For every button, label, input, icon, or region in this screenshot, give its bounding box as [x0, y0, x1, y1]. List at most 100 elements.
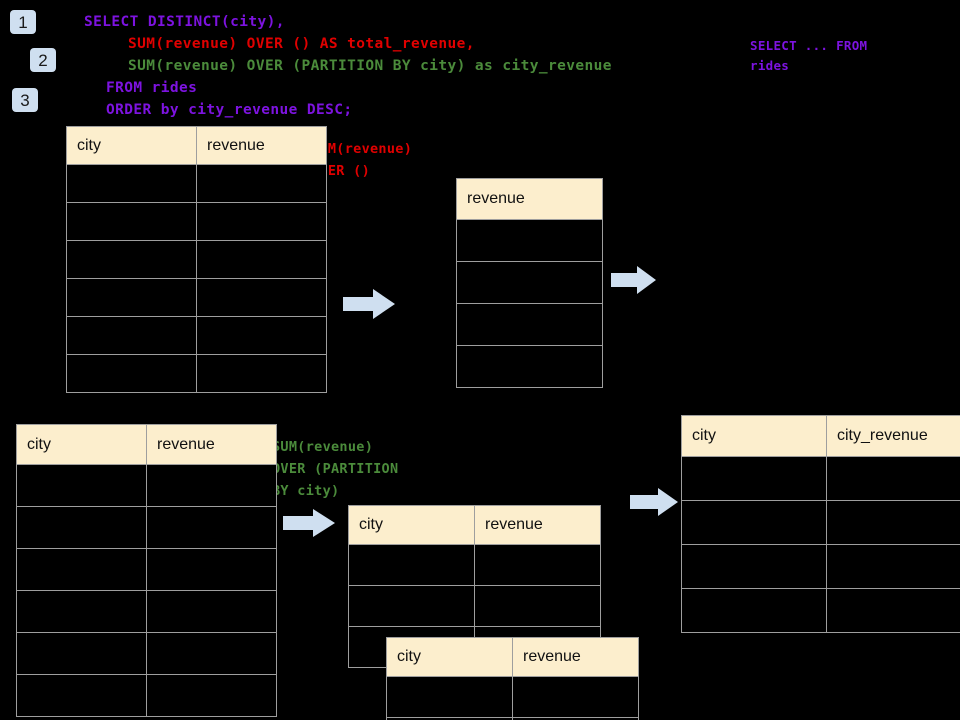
- cell-city: [66, 240, 197, 279]
- table-header-row: city city_revenue: [681, 415, 960, 457]
- arrow-source-to-total-icon: [343, 289, 395, 319]
- table-row: [66, 354, 327, 393]
- cell-revenue: [196, 164, 327, 203]
- table-header-row: city revenue: [348, 505, 601, 545]
- cell-revenue: [456, 261, 603, 304]
- sql-line-select-distinct: SELECT DISTINCT(city),: [84, 14, 285, 30]
- column-header-revenue: revenue: [196, 126, 327, 165]
- table-row: [681, 544, 960, 589]
- cell-city: [386, 676, 513, 718]
- table-row: [16, 674, 277, 717]
- table-row: [16, 632, 277, 675]
- table-row: [16, 590, 277, 633]
- cell-city: [16, 590, 147, 633]
- annotation-city-revenue-line-3: BY city): [272, 483, 340, 499]
- arrow-partition-to-result-icon: [630, 488, 678, 516]
- cell-revenue: [512, 717, 639, 720]
- cell-city: [681, 544, 827, 589]
- table-row: [386, 676, 639, 718]
- column-header-revenue: revenue: [146, 424, 277, 465]
- cell-revenue: [146, 506, 277, 549]
- table-partition-a: city revenue: [348, 505, 601, 668]
- step-badge-1[interactable]: 1: [10, 10, 36, 34]
- table-row: [456, 345, 603, 388]
- step-badge-1-label: 1: [18, 12, 28, 32]
- column-header-city: city: [66, 126, 197, 165]
- cell-revenue: [146, 674, 277, 717]
- step-badge-3-label: 3: [20, 90, 30, 110]
- cell-city-revenue: [826, 456, 960, 501]
- table-row: [66, 278, 327, 317]
- sql-line-total-revenue: SUM(revenue) OVER () AS total_revenue,: [128, 36, 475, 52]
- cell-revenue: [196, 316, 327, 355]
- cell-city: [16, 674, 147, 717]
- cell-city: [681, 500, 827, 545]
- column-header-city-revenue: city_revenue: [826, 415, 960, 457]
- annotation-city-revenue-line-1: SUM(revenue): [272, 439, 374, 455]
- table-row: [16, 548, 277, 591]
- cell-revenue: [196, 278, 327, 317]
- column-header-city: city: [681, 415, 827, 457]
- column-header-revenue: revenue: [474, 505, 601, 545]
- cell-city: [66, 316, 197, 355]
- arrow-total-to-result-icon: [611, 266, 656, 294]
- cell-revenue: [146, 548, 277, 591]
- table-row: [681, 500, 960, 545]
- table-row: [456, 261, 603, 304]
- table-row: [16, 506, 277, 549]
- table-row: [681, 588, 960, 633]
- step-badge-2-label: 2: [38, 50, 48, 70]
- table-source-bottom: city revenue: [16, 424, 277, 717]
- table-source-top: city revenue: [66, 126, 327, 393]
- cell-city: [16, 506, 147, 549]
- cell-revenue: [456, 345, 603, 388]
- table-header-row: revenue: [456, 178, 603, 220]
- sql-line-from-rides: FROM rides: [106, 80, 198, 96]
- table-row: [66, 316, 327, 355]
- table-row: [348, 544, 601, 586]
- cell-city: [66, 278, 197, 317]
- sql-line-order-by: ORDER by city_revenue DESC;: [106, 102, 353, 118]
- cell-city: [66, 354, 197, 393]
- table-row: [66, 164, 327, 203]
- table-row: [66, 240, 327, 279]
- cell-city: [16, 548, 147, 591]
- step-badge-2[interactable]: 2: [30, 48, 56, 72]
- cell-revenue: [196, 240, 327, 279]
- sql-line-city-revenue: SUM(revenue) OVER (PARTITION BY city) as…: [128, 58, 612, 74]
- cell-city-revenue: [826, 500, 960, 545]
- cell-city: [66, 164, 197, 203]
- cell-city: [681, 456, 827, 501]
- table-header-row: city revenue: [386, 637, 639, 677]
- annotation-source-query-line-2: rides: [750, 58, 790, 73]
- table-row: [348, 585, 601, 627]
- cell-revenue: [456, 303, 603, 346]
- column-header-city: city: [386, 637, 513, 677]
- cell-revenue: [512, 676, 639, 718]
- cell-revenue: [196, 202, 327, 241]
- cell-city-revenue: [826, 588, 960, 633]
- table-partition-b: city revenue: [386, 637, 639, 720]
- cell-city-revenue: [826, 544, 960, 589]
- cell-revenue: [146, 590, 277, 633]
- column-header-revenue: revenue: [456, 178, 603, 220]
- cell-revenue: [146, 464, 277, 507]
- arrow-source-to-partition-icon: [283, 509, 335, 537]
- cell-city: [348, 544, 475, 586]
- annotation-total-revenue-line-1: SUM(revenue): [311, 141, 413, 157]
- step-badge-3[interactable]: 3: [12, 88, 38, 112]
- annotation-source-query-line-1: SELECT ... FROM: [750, 38, 868, 53]
- table-row: [386, 717, 639, 720]
- table-row: [16, 464, 277, 507]
- table-row: [66, 202, 327, 241]
- annotation-city-revenue-line-2: OVER (PARTITION: [272, 461, 399, 477]
- cell-city: [681, 588, 827, 633]
- cell-city: [16, 632, 147, 675]
- table-header-row: city revenue: [66, 126, 327, 165]
- cell-revenue: [146, 632, 277, 675]
- cell-revenue: [474, 585, 601, 627]
- column-header-revenue: revenue: [512, 637, 639, 677]
- table-result: city city_revenue: [681, 415, 960, 633]
- table-row: [681, 456, 960, 501]
